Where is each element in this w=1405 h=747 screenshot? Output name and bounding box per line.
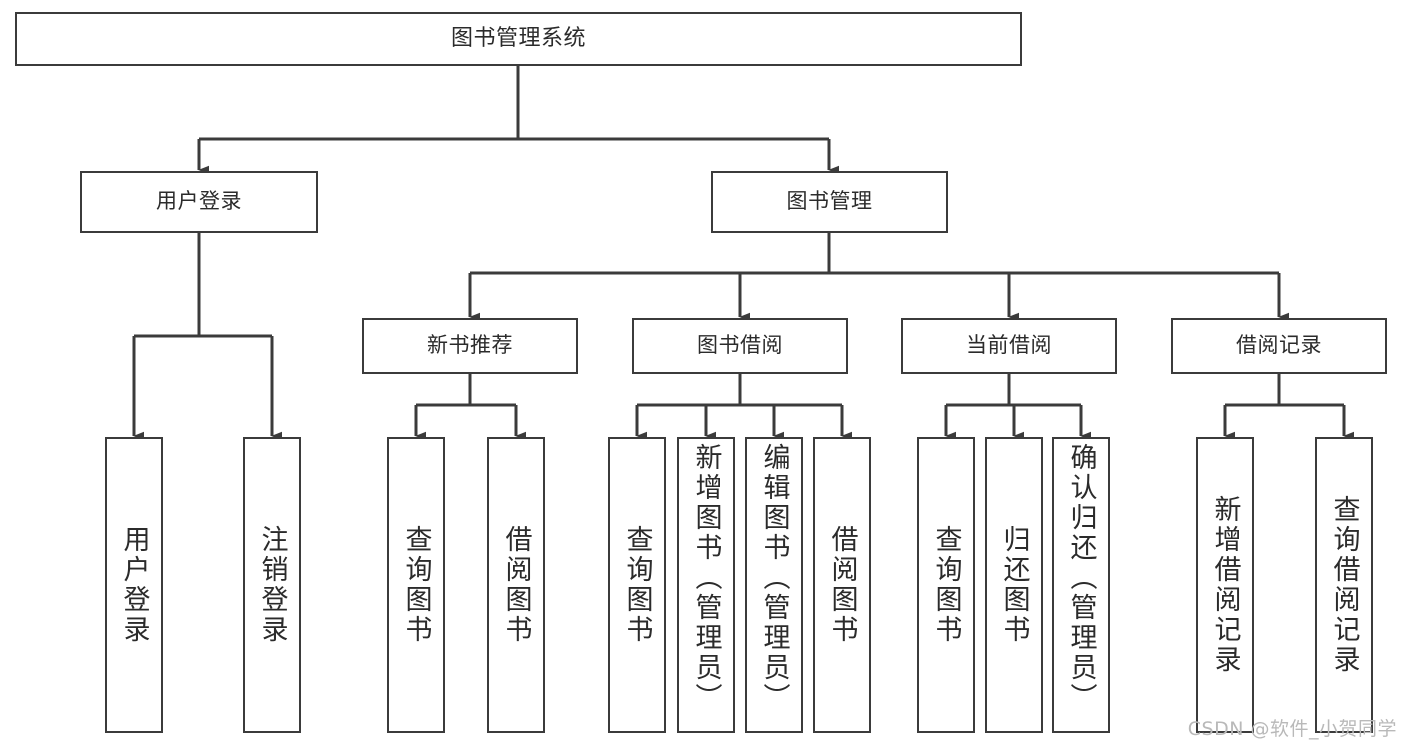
node-label-cur-confirm-return: 确认归还（管理员）: [1065, 443, 1097, 713]
node-label-rec-query-book: 查询图书: [400, 525, 432, 645]
node-root[interactable]: 图书管理系统: [15, 12, 1022, 66]
node-label-brw-add-book: 新增图书（管理员）: [690, 443, 722, 713]
node-label-rec-borrow-book: 借阅图书: [500, 525, 532, 645]
node-label-user-login: 用户登录: [156, 189, 242, 214]
node-label-book-borrow: 图书借阅: [697, 333, 783, 358]
node-label-cur-return-book: 归还图书: [998, 525, 1030, 645]
node-cur-confirm-return[interactable]: 确认归还（管理员）: [1052, 437, 1110, 733]
node-login-user[interactable]: 用户登录: [105, 437, 163, 733]
node-rec-add-record[interactable]: 新增借阅记录: [1196, 437, 1254, 733]
node-logout-user[interactable]: 注销登录: [243, 437, 301, 733]
node-label-logout-user: 注销登录: [256, 525, 288, 645]
node-label-current-borrow: 当前借阅: [966, 333, 1052, 358]
node-borrow-record[interactable]: 借阅记录: [1171, 318, 1387, 374]
node-current-borrow[interactable]: 当前借阅: [901, 318, 1117, 374]
node-new-book-rec[interactable]: 新书推荐: [362, 318, 578, 374]
node-label-login-user: 用户登录: [118, 525, 150, 645]
node-book-manage[interactable]: 图书管理: [711, 171, 948, 233]
node-brw-borrow-book[interactable]: 借阅图书: [813, 437, 871, 733]
node-brw-edit-book[interactable]: 编辑图书（管理员）: [745, 437, 803, 733]
node-brw-add-book[interactable]: 新增图书（管理员）: [677, 437, 735, 733]
node-cur-query-book[interactable]: 查询图书: [917, 437, 975, 733]
node-label-rec-query-record: 查询借阅记录: [1328, 495, 1360, 675]
node-rec-query-record[interactable]: 查询借阅记录: [1315, 437, 1373, 733]
node-label-brw-edit-book: 编辑图书（管理员）: [758, 443, 790, 713]
node-label-root: 图书管理系统: [450, 25, 586, 51]
node-brw-query-book[interactable]: 查询图书: [608, 437, 666, 733]
node-label-brw-borrow-book: 借阅图书: [826, 525, 858, 645]
node-label-new-book-rec: 新书推荐: [427, 333, 513, 358]
node-user-login[interactable]: 用户登录: [80, 171, 318, 233]
node-label-brw-query-book: 查询图书: [621, 525, 653, 645]
node-rec-query-book[interactable]: 查询图书: [387, 437, 445, 733]
connector-group: [132, 66, 1355, 441]
node-label-borrow-record: 借阅记录: [1236, 333, 1322, 358]
node-label-rec-add-record: 新增借阅记录: [1209, 495, 1241, 675]
node-rec-borrow-book[interactable]: 借阅图书: [487, 437, 545, 733]
node-label-cur-query-book: 查询图书: [930, 525, 962, 645]
node-cur-return-book[interactable]: 归还图书: [985, 437, 1043, 733]
node-label-book-manage: 图书管理: [786, 189, 873, 214]
node-book-borrow[interactable]: 图书借阅: [632, 318, 848, 374]
